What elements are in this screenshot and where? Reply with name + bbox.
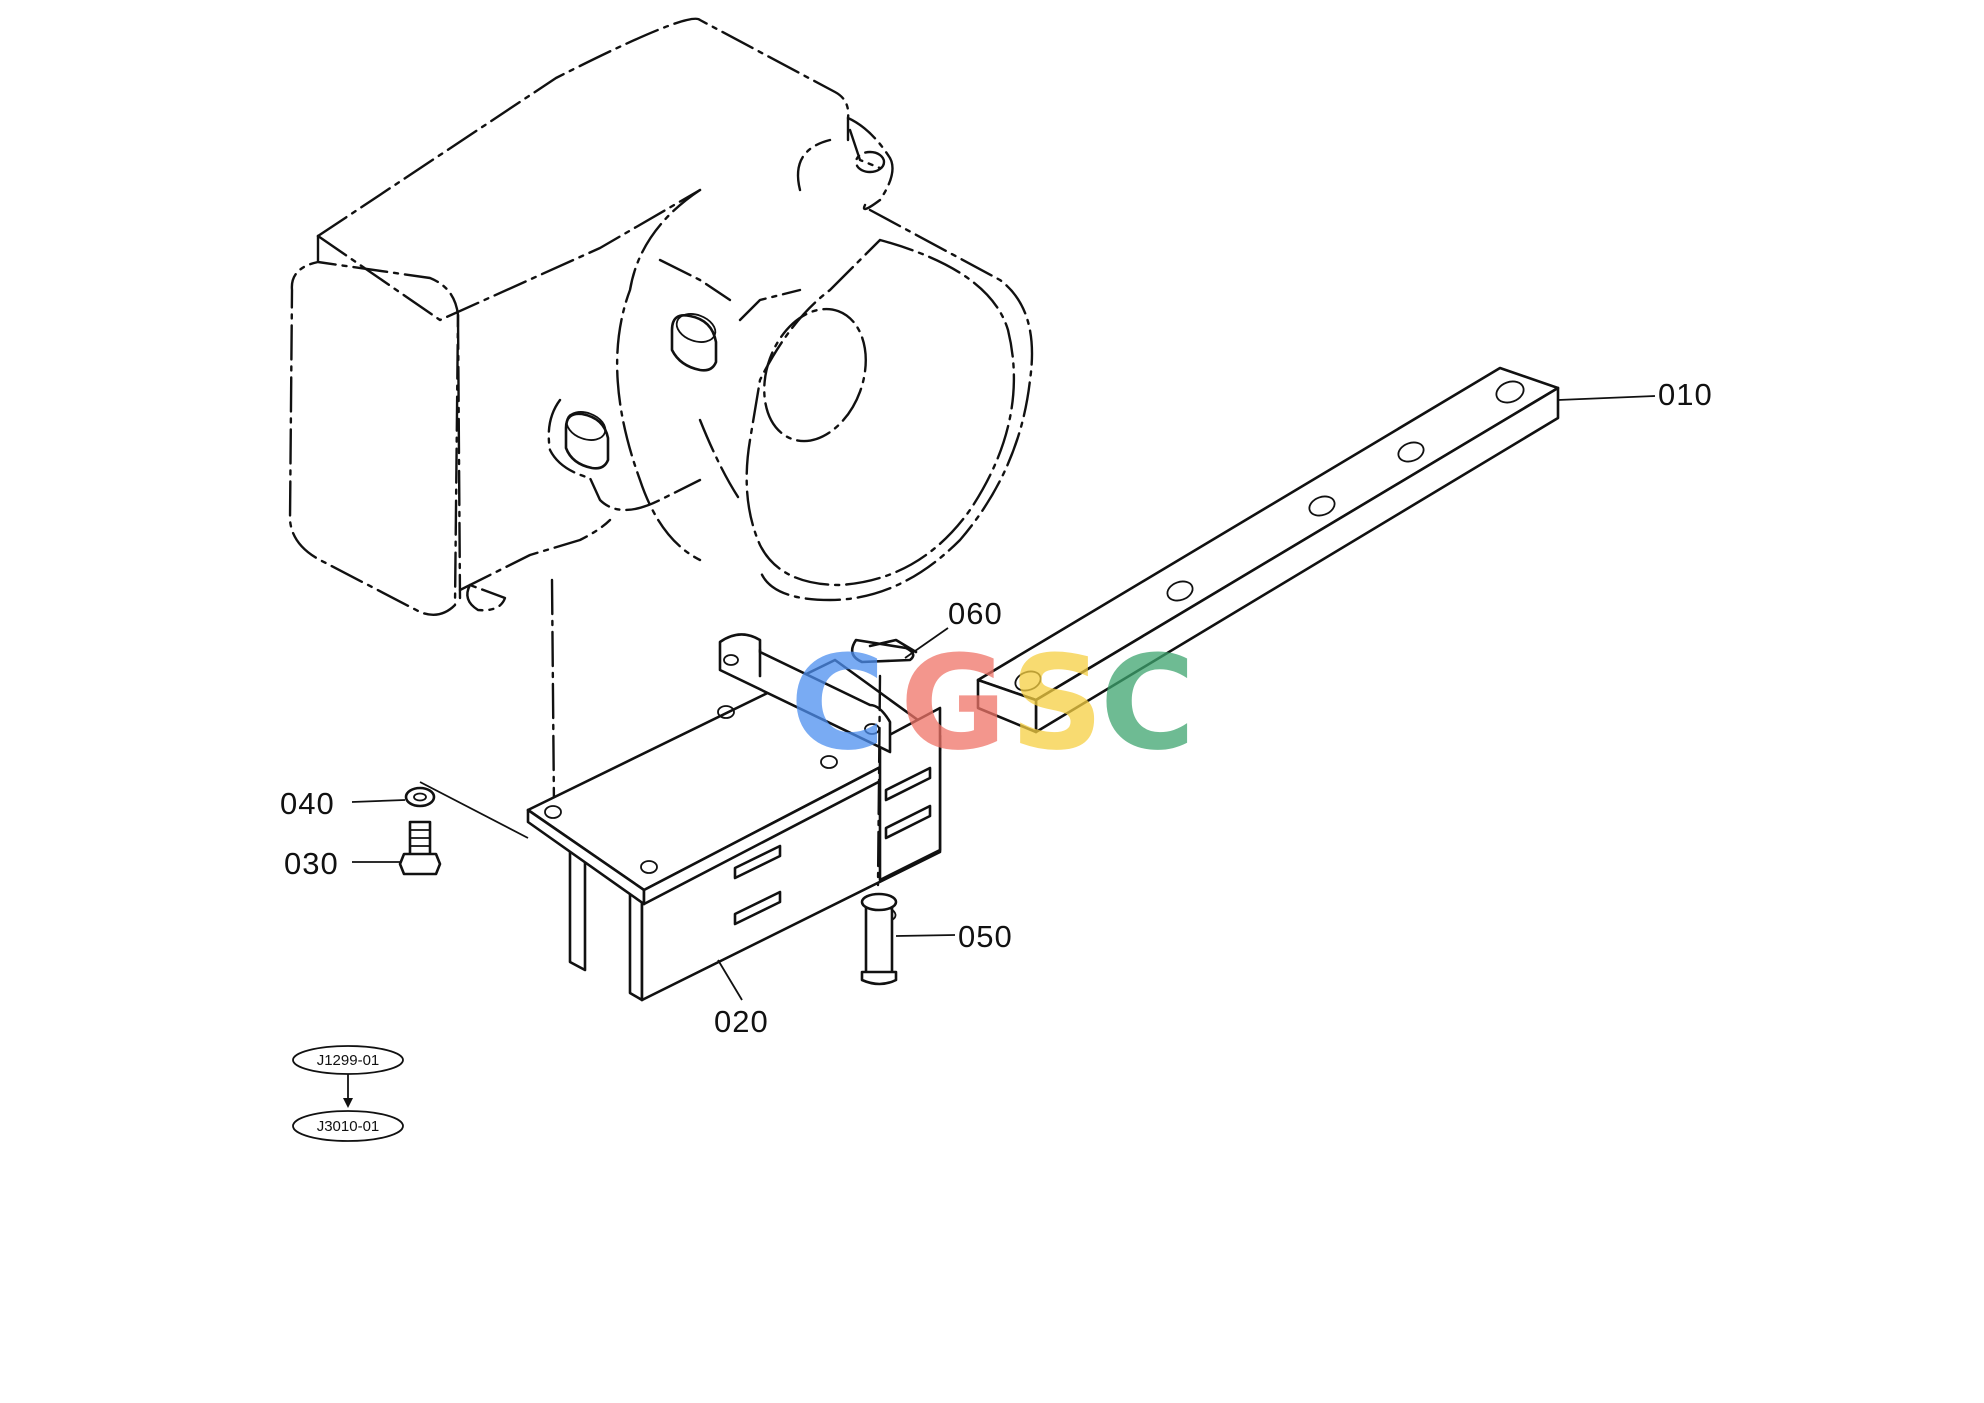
watermark-letter-2: G [900, 627, 1007, 779]
label-040: 040 [280, 786, 335, 821]
bolt-part [352, 781, 529, 876]
reference-upper: J1299-01 [317, 1052, 380, 1069]
reference-badges: J1299-01 J3010-01 [292, 1045, 404, 1142]
watermark-letter-3: S [1010, 627, 1104, 779]
r-pin-part [850, 627, 949, 664]
reference-lower: J3010-01 [317, 1118, 380, 1135]
pin-part [860, 674, 956, 986]
watermark-letter-4: C [1100, 627, 1195, 779]
label-050: 050 [958, 919, 1013, 954]
bracket-part [526, 633, 942, 1002]
label-010: 010 [1658, 377, 1713, 412]
label-020: 020 [714, 1004, 769, 1039]
watermark-logo: C G S C [790, 627, 1195, 779]
drawbar-part [976, 366, 1656, 734]
label-060: 060 [948, 596, 1003, 631]
label-030: 030 [284, 846, 339, 881]
assembly-line [550, 578, 556, 810]
watermark-letter-1: C [790, 627, 885, 779]
transmission-housing [288, 17, 1034, 616]
washer-part [351, 786, 436, 808]
